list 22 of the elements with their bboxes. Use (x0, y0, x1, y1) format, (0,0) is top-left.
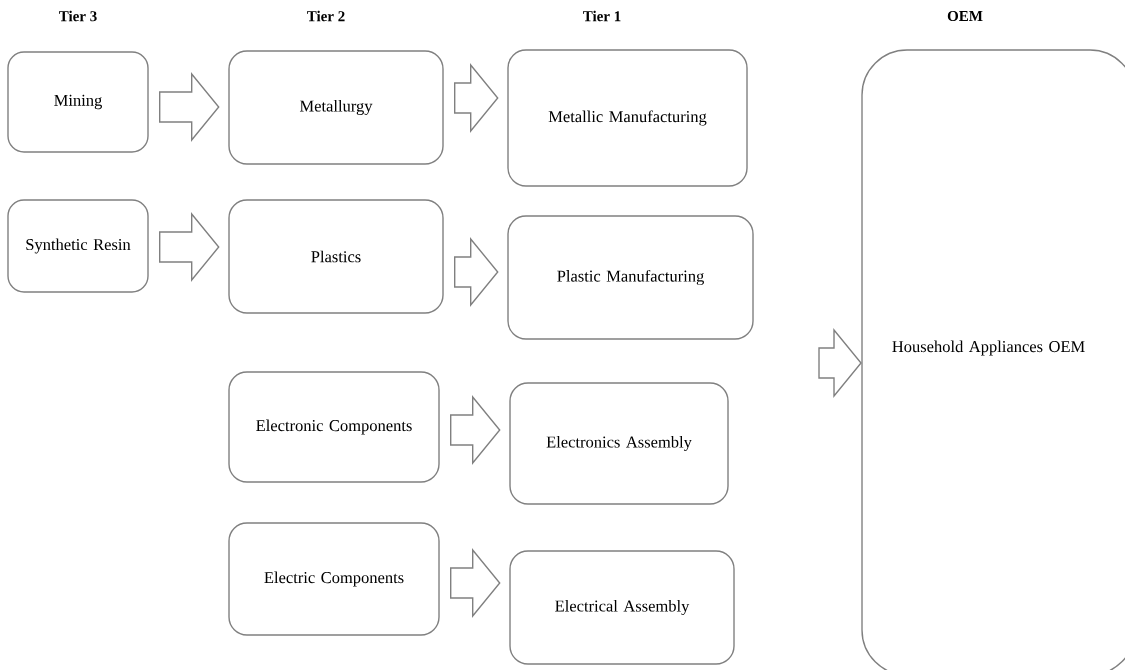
process-box: Synthetic Resin (7, 199, 149, 293)
block-arrow (454, 63, 499, 133)
process-box: Plastics (228, 199, 444, 314)
block-arrow (159, 72, 220, 142)
column-heading: OEM (947, 10, 983, 22)
process-box: Electronics Assembly (509, 382, 729, 505)
process-box: Electronic Components (228, 371, 440, 483)
oem-box: Household Appliances OEM (861, 49, 1125, 670)
process-box: Plastic Manufacturing (507, 215, 754, 340)
block-arrow (454, 237, 499, 307)
block-arrow (159, 212, 220, 282)
column-heading: Tier 3 (59, 10, 97, 22)
process-box: Metallic Manufacturing (507, 49, 748, 187)
column-heading: Tier 1 (583, 10, 621, 22)
process-box: Electric Components (228, 522, 440, 636)
process-box: Mining (7, 51, 149, 153)
process-box: Metallurgy (228, 50, 444, 165)
block-arrow (450, 548, 501, 618)
block-arrow (450, 395, 501, 465)
block-arrow (818, 328, 862, 398)
column-heading: Tier 2 (307, 10, 345, 22)
process-box: Electrical Assembly (509, 550, 735, 665)
